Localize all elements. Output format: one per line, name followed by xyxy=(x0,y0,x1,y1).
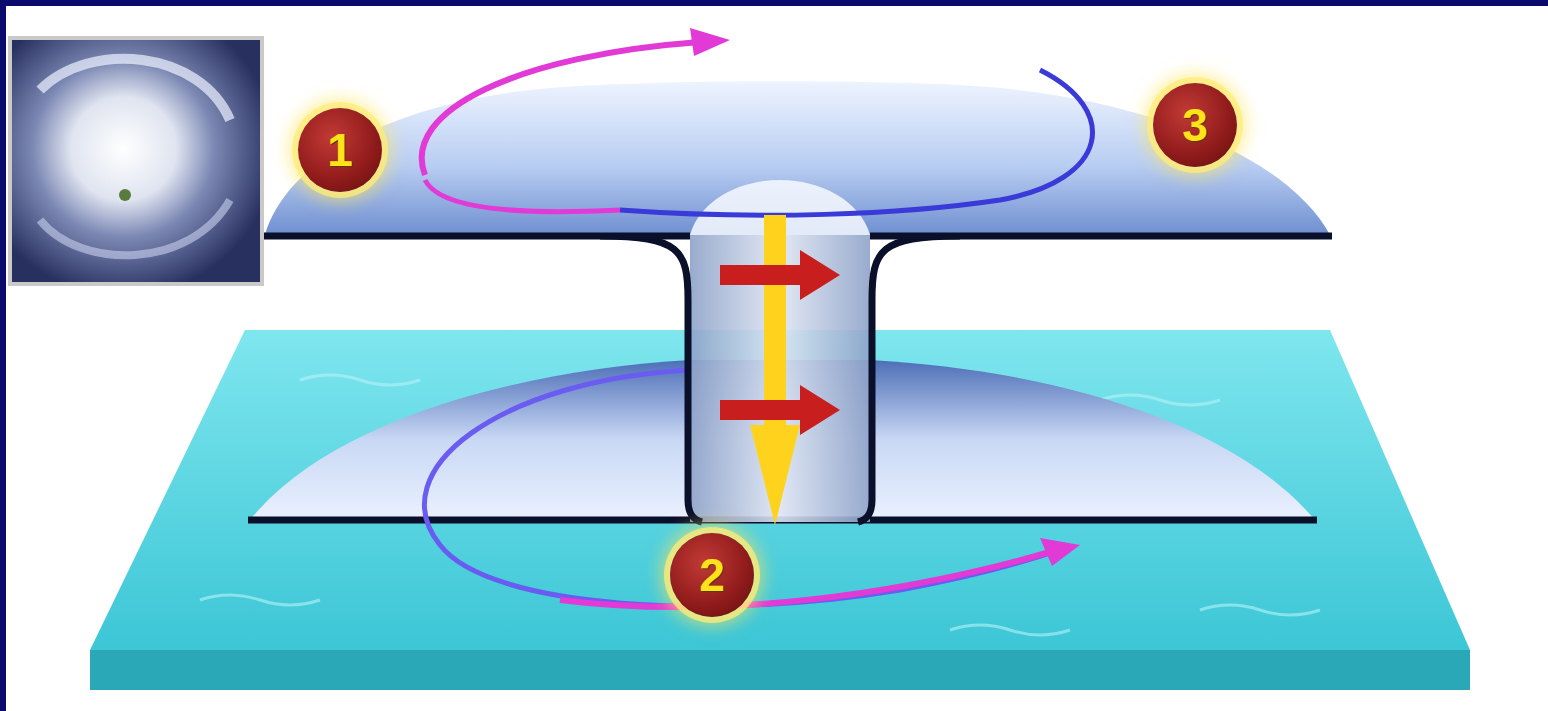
callout-badge: 3 xyxy=(1153,83,1237,167)
callout-badge: 2 xyxy=(670,533,754,617)
callout-badge: 1 xyxy=(298,108,382,192)
callout-number: 1 xyxy=(327,127,353,173)
callout-number: 3 xyxy=(1182,102,1208,148)
callout-number: 2 xyxy=(699,552,725,598)
